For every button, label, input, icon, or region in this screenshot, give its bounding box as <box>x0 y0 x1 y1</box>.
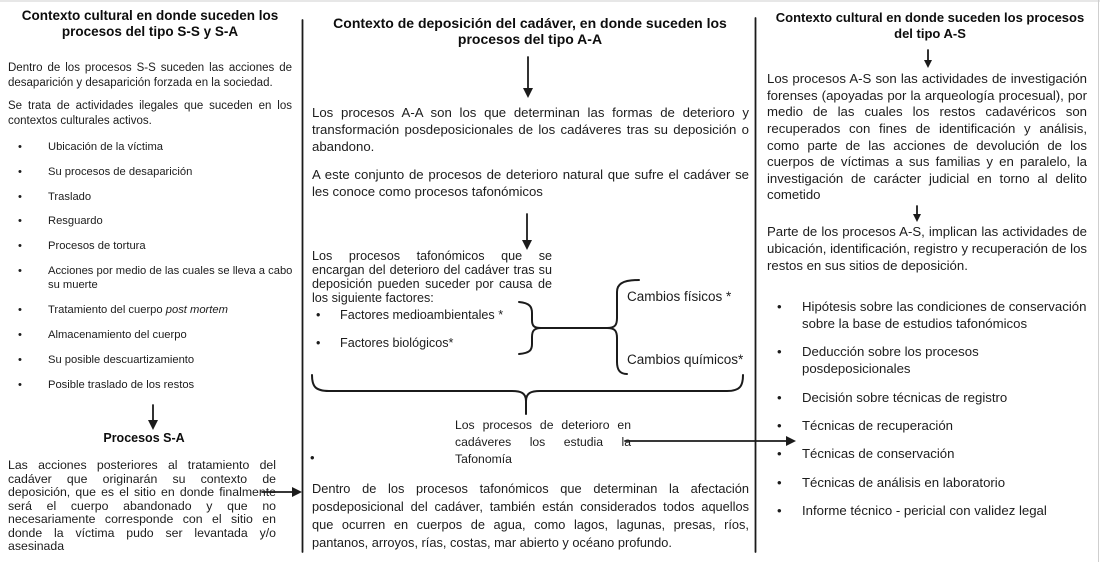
arrow-middle-taphonomic-down <box>522 213 532 250</box>
procesos-sa-heading: Procesos S-A <box>103 431 185 445</box>
bullet-icon: • <box>18 265 22 278</box>
bullet-icon: • <box>777 503 782 519</box>
procesos-sa-paragraph: Las acciones posteriores al tratamiento … <box>8 458 276 554</box>
list-item-label: Decisión sobre técnicas de registro <box>802 389 1008 405</box>
list-item-label: Informe técnico - pericial con validez l… <box>802 503 1047 519</box>
list-item-label: Técnicas de análisis en laboratorio <box>802 474 1006 490</box>
list-item-label: Procesos de tortura <box>48 240 146 253</box>
list-item: • Decisión sobre técnicas de registro <box>767 390 1089 407</box>
right-paragraph-1: Los procesos A-S son las actividades de … <box>767 71 1087 203</box>
list-item: • Técnicas de análisis en laboratorio <box>767 475 1089 492</box>
list-item-label: Hipótesis sobre las condiciones de conse… <box>802 299 1087 331</box>
bullet-icon: • <box>18 165 22 178</box>
list-item: • Técnicas de conservación <box>767 446 1089 463</box>
list-item: • Hipótesis sobre las condiciones de cons… <box>767 299 1089 333</box>
list-item: • Acciones por medio de las cuales se lle… <box>8 264 294 293</box>
list-item-label: Factores biológicos* <box>340 336 454 351</box>
list-item-label: Técnicas de conservación <box>802 446 955 462</box>
right-column-title: Contexto cultural en donde suceden los p… <box>775 10 1085 41</box>
factores-bullet-list: • Factores medioambientales * • Factores b… <box>312 308 552 364</box>
middle-paragraph-4: Dentro de los procesos tafonómicos que d… <box>312 481 749 551</box>
list-item: • Deducción sobre los procesos posdeposic… <box>767 344 1089 378</box>
list-item: • Almacenamiento del cuerpo <box>8 328 294 342</box>
arrow-right-paragraph-down <box>913 205 921 222</box>
list-item: • Tratamiento del cuerpo post mortem <box>8 303 294 317</box>
list-item-label: Acciones por medio de las cuales se llev… <box>48 265 293 292</box>
bullet-icon: • <box>316 336 321 351</box>
brace-under-summary <box>311 374 744 415</box>
arrow-right-title-down <box>924 49 932 68</box>
middle-paragraph-3: Los procesos tafonómicos que se encargan… <box>312 249 552 306</box>
arrow-left-to-procesos-sa <box>148 404 158 430</box>
tafonomia-note: Los procesos de deterioro en cadáveres l… <box>455 418 631 467</box>
list-item-label: Su posible descuartizamiento <box>48 353 195 366</box>
list-item: • Su posible descuartizamiento <box>8 353 294 367</box>
bullet-icon: • <box>18 304 22 317</box>
bullet-icon: • <box>777 474 782 490</box>
list-item: • Posible traslado de los restos <box>8 378 294 392</box>
list-item-label: Tratamiento del cuerpo <box>48 304 166 317</box>
list-item: • Factores biológicos* <box>312 336 552 351</box>
list-item-label: Traslado <box>48 190 92 203</box>
right-paragraph-2: Parte de los procesos A-S, implican las … <box>767 224 1087 274</box>
bullet-icon: • <box>777 389 782 405</box>
bullet-icon: • <box>316 308 321 322</box>
bullet-icon: • <box>18 378 22 391</box>
list-item-label: Deducción sobre los procesos posdeposici… <box>802 344 979 377</box>
right-bullet-list: • Hipótesis sobre las condiciones de cons… <box>767 299 1089 532</box>
list-item-label: Ubicación de la víctima <box>48 141 164 153</box>
list-item: • Técnicas de recuperación <box>767 418 1089 435</box>
arrow-middle-title-down <box>523 56 533 98</box>
list-item-label: Almacenamiento del cuerpo <box>48 329 187 342</box>
bullet-icon: • <box>18 190 22 203</box>
list-item: • Procesos de tortura <box>8 239 294 253</box>
bullet-icon: • <box>18 240 22 253</box>
bullet-icon: • <box>777 299 782 314</box>
list-item: • Su procesos de desaparición <box>8 165 294 179</box>
list-item: • Traslado <box>8 190 294 204</box>
list-item-label: Técnicas de recuperación <box>802 417 954 433</box>
left-paragraph-1: Dentro de los procesos S-S suceden las a… <box>8 62 292 89</box>
middle-paragraph-1: Los procesos A-A son los que determinan … <box>312 105 749 154</box>
list-item: • Factores medioambientales * <box>312 308 552 323</box>
bullet-icon: • <box>18 353 22 366</box>
list-item: • Informe técnico - pericial con validez … <box>767 503 1089 520</box>
bullet-icon: • <box>18 329 22 342</box>
list-item-label: Posible traslado de los restos <box>48 378 195 391</box>
bullet-icon: • <box>777 446 782 462</box>
left-paragraph-2: Se trata de actividades ilegales que suc… <box>8 100 292 127</box>
list-item-label: Factores medioambientales * <box>340 308 504 322</box>
list-item-label: Su procesos de desaparición <box>48 165 193 178</box>
list-item: • Ubicación de la víctima <box>8 140 294 154</box>
middle-paragraph-2: A este conjunto de procesos de deterioro… <box>312 167 749 199</box>
bullet-icon: • <box>777 417 782 433</box>
list-item-label-italic: post mortem <box>165 304 228 317</box>
list-item-label: Resguardo <box>48 215 103 228</box>
cambios-quimicos-label: Cambios químicos* <box>627 352 744 367</box>
left-column-title: Contexto cultural en donde suceden los p… <box>21 8 279 39</box>
stray-bullet-icon: • <box>310 450 315 465</box>
cambios-fisicos-label: Cambios físicos * <box>627 289 732 304</box>
left-bullet-list: • Ubicación de la víctima • Su procesos de… <box>8 140 294 403</box>
bullet-icon: • <box>18 141 22 153</box>
list-item: • Resguardo <box>8 214 294 228</box>
bullet-icon: • <box>18 215 22 228</box>
bullet-icon: • <box>777 344 782 360</box>
middle-column-title: Contexto de deposición del cadáver, en d… <box>333 15 727 48</box>
